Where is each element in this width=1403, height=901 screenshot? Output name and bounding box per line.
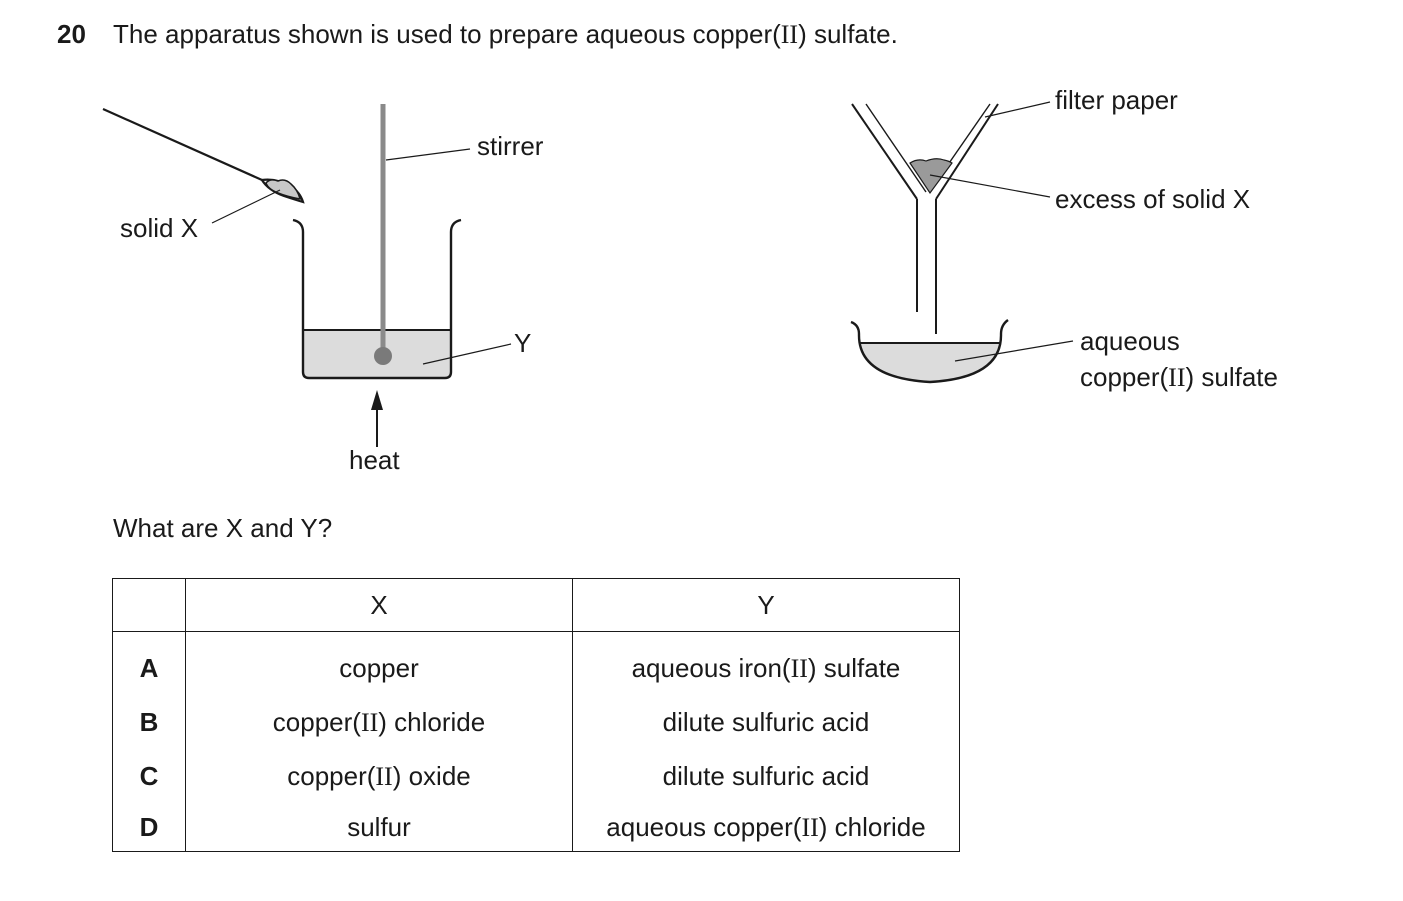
option-letter[interactable]: A: [112, 631, 186, 695]
option-letter[interactable]: B: [112, 695, 186, 749]
apparatus-diagram: solid X stirrer Y heat filter paper exce…: [102, 85, 1278, 475]
heat-label: heat: [349, 445, 400, 475]
heat-arrow-head: [371, 390, 383, 410]
excess-solid-x-leader: [929, 174, 1051, 198]
header-y: Y: [572, 578, 960, 632]
excess-solid-x: [909, 158, 953, 195]
table-row[interactable]: A copper aqueous iron(II) sulfate: [112, 631, 960, 695]
stirrer-bulb: [374, 347, 392, 365]
filter-paper-leader: [984, 101, 1051, 118]
stirrer-label: stirrer: [477, 131, 544, 161]
y-leader: [422, 343, 512, 365]
question-text: The apparatus shown is used to prepare a…: [113, 19, 898, 49]
beaker: [292, 218, 462, 380]
y-label: Y: [514, 328, 531, 358]
sub-question: What are X and Y?: [113, 513, 333, 543]
option-letter[interactable]: C: [112, 749, 186, 803]
copper-sulfate-leader: [954, 340, 1074, 362]
solid-x-leader: [211, 189, 281, 224]
option-x: copper(II) oxide: [185, 749, 573, 803]
header-letter: [112, 578, 186, 632]
table-row[interactable]: B copper(II) chloride dilute sulfuric ac…: [112, 695, 960, 749]
header-x: X: [185, 578, 573, 632]
option-letter[interactable]: D: [112, 803, 186, 852]
filter-paper-label: filter paper: [1055, 85, 1178, 115]
option-y: aqueous copper(II) chloride: [572, 803, 960, 852]
option-y: aqueous iron(II) sulfate: [572, 631, 960, 695]
aqueous-label: aqueous: [1080, 326, 1180, 356]
option-x: copper: [185, 631, 573, 695]
dish-solution: [860, 343, 1000, 381]
funnel: [851, 103, 999, 334]
table-row[interactable]: D sulfur aqueous copper(II) chloride: [112, 803, 960, 852]
excess-solid-x-label: excess of solid X: [1055, 184, 1250, 214]
table-row[interactable]: C copper(II) oxide dilute sulfuric acid: [112, 749, 960, 803]
table-header-row: X Y: [112, 578, 960, 632]
option-x: copper(II) chloride: [185, 695, 573, 749]
question-number: 20: [57, 19, 86, 49]
evaporating-dish: [850, 319, 1009, 384]
option-y: dilute sulfuric acid: [572, 695, 960, 749]
option-x: sulfur: [185, 803, 573, 852]
solid-x-label: solid X: [120, 213, 198, 243]
copper-sulfate-label: copper(II) sulfate: [1080, 362, 1278, 392]
option-y: dilute sulfuric acid: [572, 749, 960, 803]
stirrer-leader: [385, 148, 471, 161]
answer-table: X Y A copper aqueous iron(II) sulfate B …: [112, 578, 960, 852]
